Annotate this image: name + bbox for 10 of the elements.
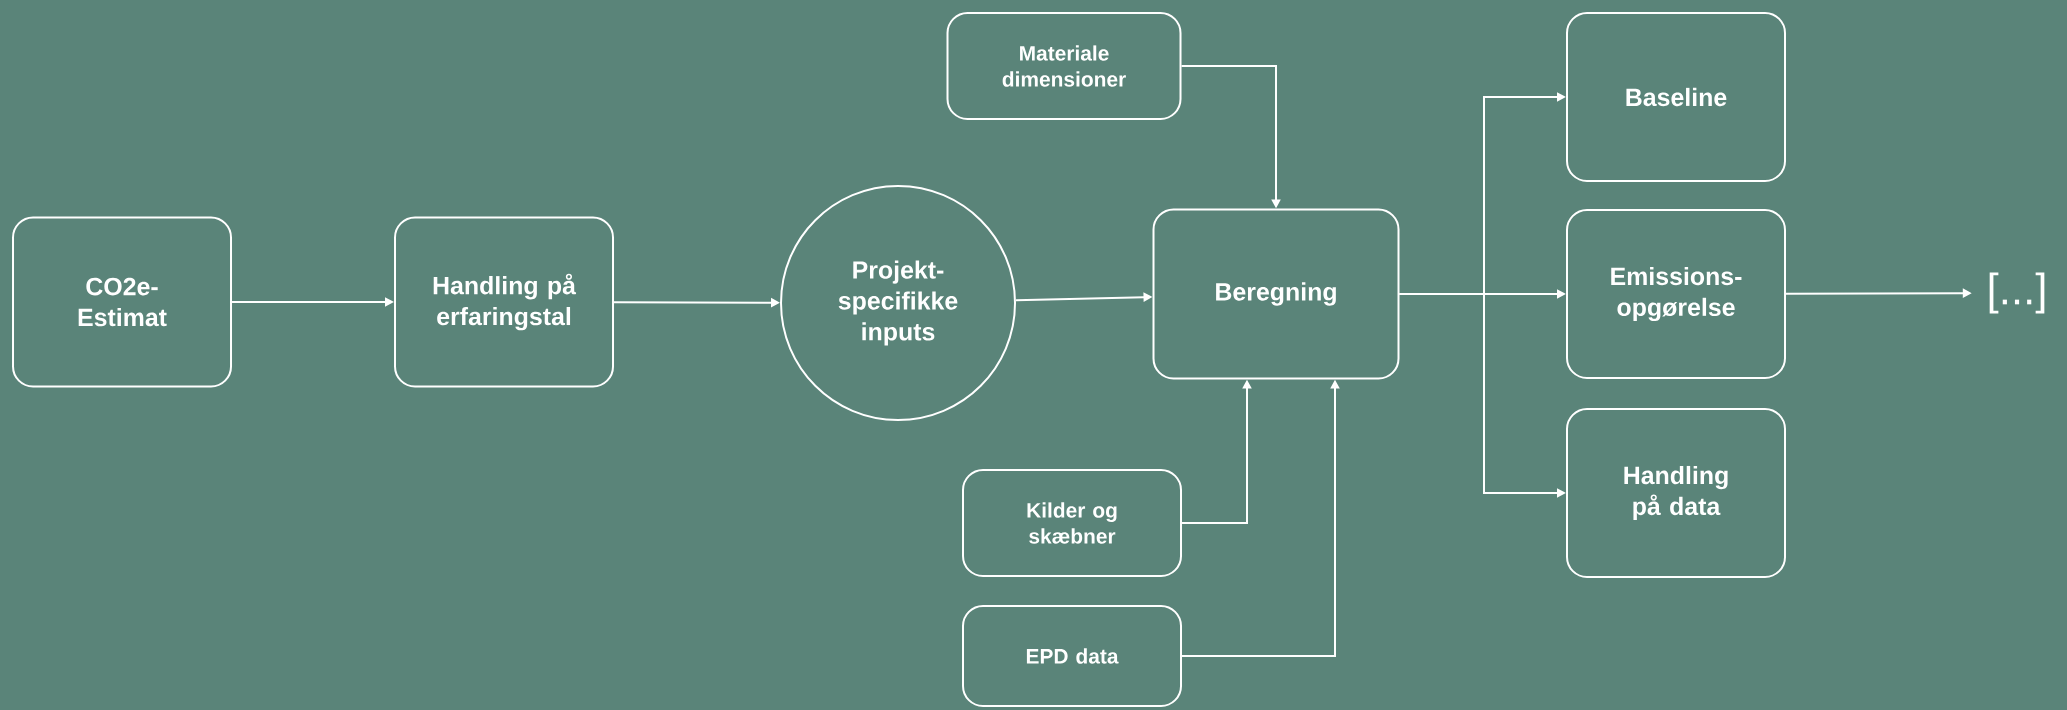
process-box: Handling på erfaringstal xyxy=(394,216,614,388)
process-box: Handling på data xyxy=(1566,408,1786,578)
process-box: Emissions-opgørelse xyxy=(1566,209,1786,379)
process-box: CO2e-Estimat xyxy=(12,216,232,388)
process-box: Kilder og skæbner xyxy=(962,469,1182,577)
ellipsis-text: [...] xyxy=(1989,272,2045,314)
process-box: Beregning xyxy=(1152,208,1400,380)
process-box: Materiale dimensioner xyxy=(946,12,1182,120)
process-box: Baseline xyxy=(1566,12,1786,182)
process-box: EPD data xyxy=(962,605,1182,707)
